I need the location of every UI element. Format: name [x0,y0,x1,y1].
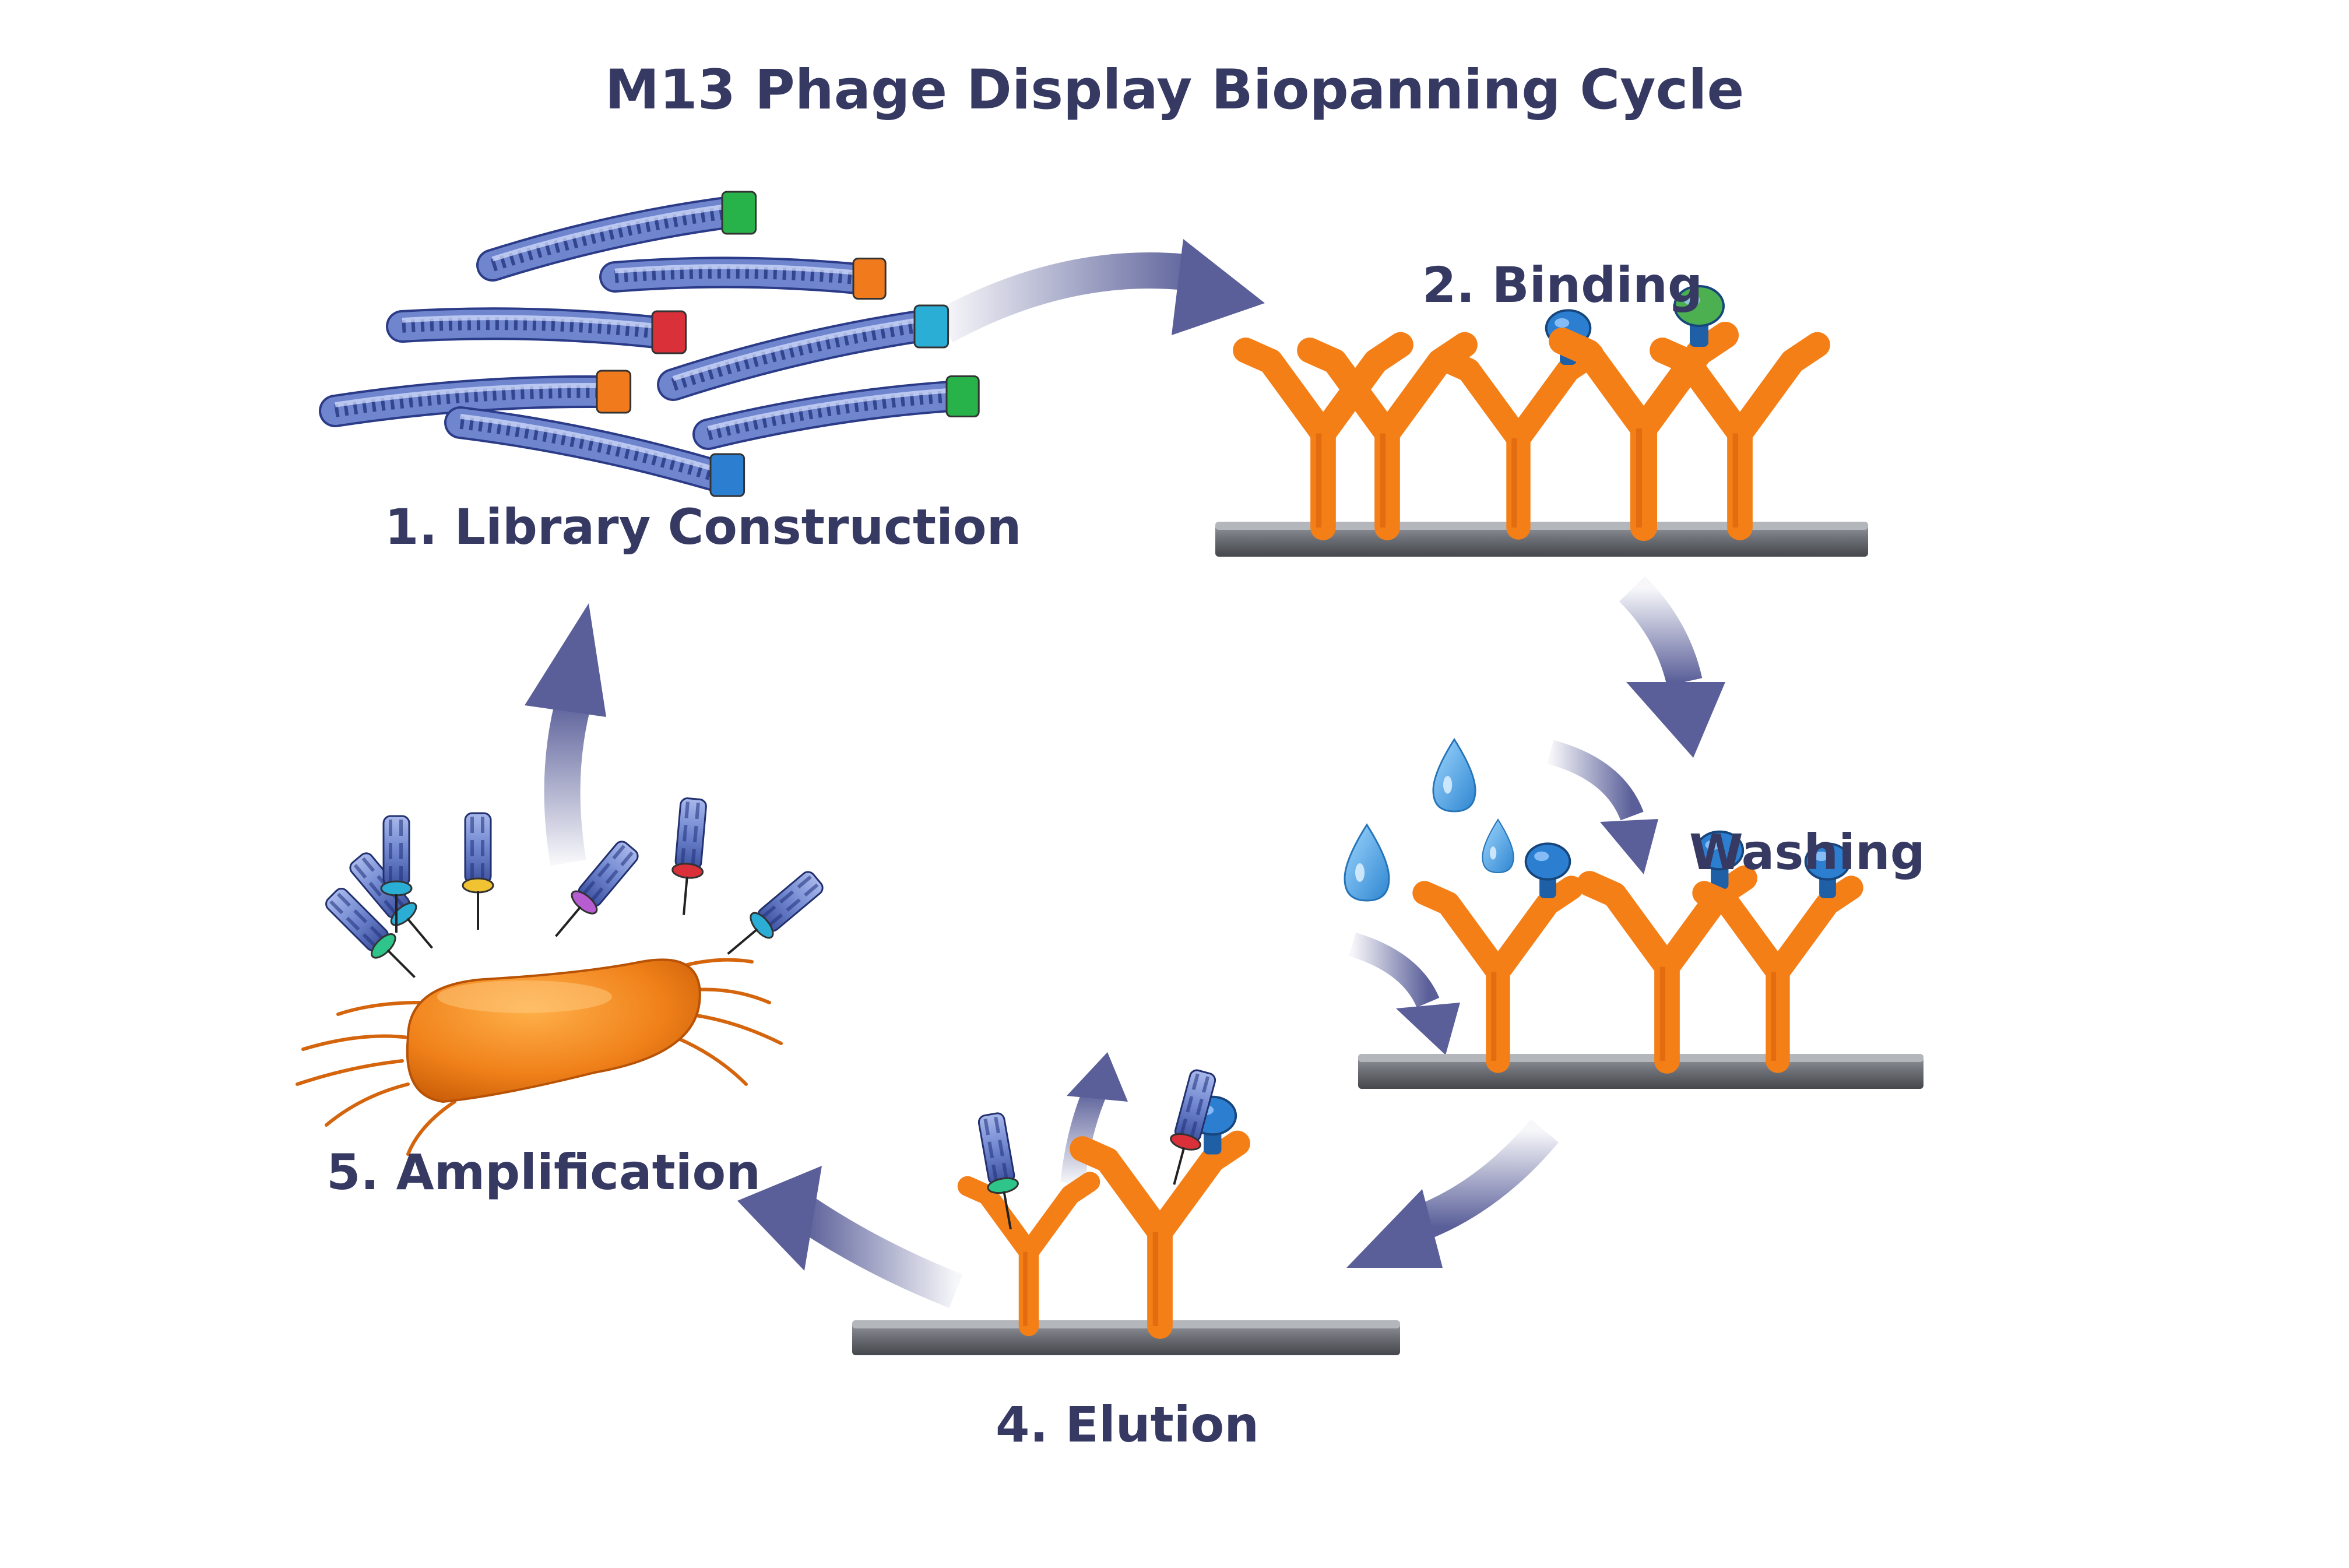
cycle-arrow-icon [525,603,606,866]
phage-particle-icon [727,871,824,955]
water-droplet-icon [1482,818,1514,874]
antibody-icon [1412,842,1584,1073]
phage-particle-icon [386,307,687,354]
antigen-icon [1673,285,1725,347]
water-droplets [1344,737,1514,902]
antigen-icon [1804,842,1851,898]
cycle-arrow-icon [1348,932,1460,1055]
step-label-binding: 2. Binding [1422,256,1703,314]
antigen-icon [1695,830,1745,890]
diagram-title: M13 Phage Display Biopanning Cycle [604,58,1745,122]
bacterium-group [296,797,824,1156]
phage-particle-icon [444,406,746,497]
antibodies [957,285,1863,1339]
cycle-arrows [525,239,1725,1308]
antibody-icon [1070,1095,1250,1339]
antibody-icon [1692,842,1863,1073]
cycle-arrow-icon [1619,576,1725,758]
phage-particle-icon [1170,1069,1216,1185]
phage-particle-icon [977,1112,1019,1230]
antibody-icon [1233,332,1413,540]
phage-particle-icon [325,888,416,978]
step-label-amplification: 5. Amplification [326,1144,761,1201]
cycle-arrow-icon [936,239,1265,343]
phage-particle-icon [657,304,950,401]
phage-particle-icon [692,375,980,450]
antibody-icon [1650,332,1830,540]
water-droplet-icon [1432,737,1476,813]
cycle-arrow-icon [737,1166,963,1308]
phage-particle-icon [476,191,757,282]
phage-particle-icon [599,256,887,300]
phage-library [319,191,980,497]
phage-particle-icon [380,815,413,933]
step-label-washing: Washing [1689,824,1925,881]
phage-particle-icon [319,370,632,427]
solid-support-plate-icon [852,1320,1400,1355]
cycle-arrow-icon [1346,1119,1559,1268]
water-droplet-icon [1344,823,1390,902]
phage-particle-icon [671,797,707,915]
cycle-arrow-icon [1547,740,1658,874]
step-label-elution: 4. Elution [996,1396,1260,1453]
bacterium-icon [296,958,783,1156]
solid-support-plate-icon [1358,1054,1923,1089]
antibody-icon [957,1172,1100,1337]
phage-particle-icon [555,841,639,937]
cycle-arrow-icon [1060,1052,1128,1185]
step-label-library-construction: 1. Library Construction [385,498,1022,556]
antibody-icon [1549,285,1739,541]
antigen-icon [1524,842,1571,898]
phage-particle-icon [462,812,494,930]
